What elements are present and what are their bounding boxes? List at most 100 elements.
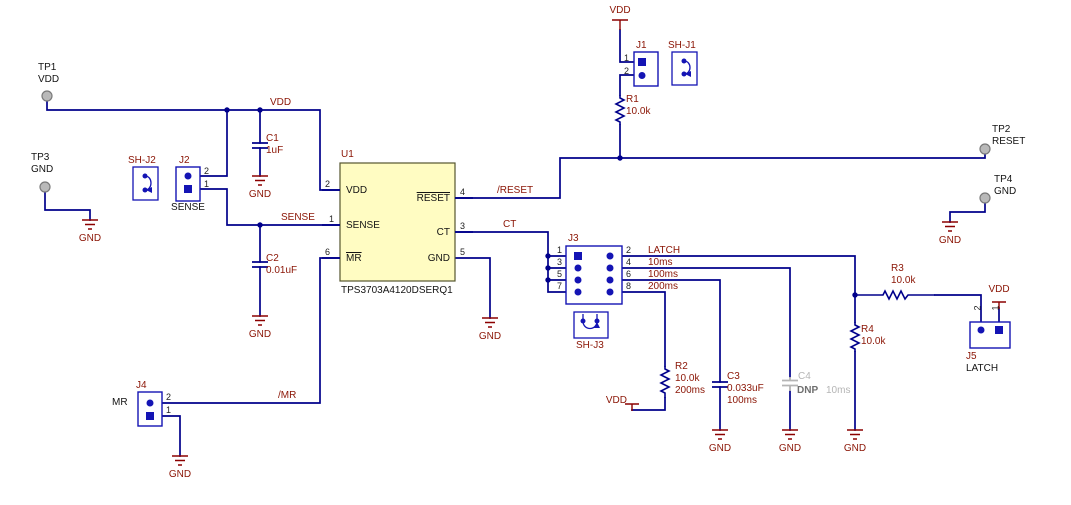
shunt-jumper-shj2[interactable] (132, 166, 159, 201)
j3-refdes: J3 (568, 233, 579, 244)
j3-pin-number: 4 (626, 257, 632, 267)
resistor-r4[interactable] (849, 322, 861, 352)
j4-label: MR (112, 397, 128, 408)
connector-j5[interactable] (969, 321, 1011, 349)
j3-pin-number: 1 (556, 245, 562, 255)
tp2-refdes: TP2 (992, 124, 1011, 135)
net-label-reset: /RESET (497, 185, 534, 196)
resistor-r2[interactable] (659, 366, 671, 398)
net-label-vdd: VDD (605, 395, 627, 406)
tp4-net-label: GND (994, 186, 1017, 197)
u1-pin-number: 5 (460, 247, 466, 257)
tp1-refdes: TP1 (38, 62, 57, 73)
junction-dots (224, 107, 858, 298)
net-label-100ms: 100ms (648, 269, 679, 280)
net-label-ct: CT (503, 219, 517, 230)
connector-j2[interactable] (175, 166, 201, 202)
testpoint-tp3[interactable] (39, 181, 51, 193)
resistor-r1[interactable] (614, 95, 626, 125)
connector-j3[interactable] (565, 245, 623, 305)
j1-refdes: J1 (636, 40, 647, 51)
r1-value: 10.0k (626, 106, 651, 117)
r2-value: 10.0k (675, 373, 700, 384)
capacitor-c1[interactable] (252, 142, 268, 149)
c4-dnp-flag: DNP (797, 385, 819, 396)
j2-pin-number: 2 (204, 166, 210, 176)
tp1-net-label: VDD (38, 74, 60, 85)
net-label-vdd: VDD (609, 5, 631, 16)
net-label-gnd: GND (248, 189, 272, 200)
connector-j1[interactable] (633, 51, 659, 87)
ic-u1[interactable] (322, 162, 473, 282)
j3-pin-number: 3 (556, 257, 562, 267)
u1-pin-name-mr: MR (346, 253, 362, 264)
net-label-gnd: GND (708, 443, 732, 454)
j4-pin-number: 1 (166, 405, 172, 415)
j5-pin-number: 1 (990, 305, 1001, 311)
u1-pin-number: 2 (325, 179, 331, 189)
c4-refdes: C4 (798, 371, 811, 382)
u1-pin-number: 1 (329, 214, 335, 224)
u1-refdes: U1 (341, 149, 354, 160)
j2-refdes: J2 (179, 155, 190, 166)
j2-pin-number: 1 (204, 179, 210, 189)
u1-pin-name-ct: CT (436, 227, 450, 238)
c3-refdes: C3 (727, 371, 740, 382)
c4-note: 10ms (826, 385, 851, 396)
c1-value: 1uF (266, 145, 284, 156)
j3-pin-number: 2 (626, 245, 632, 255)
c1-refdes: C1 (266, 133, 279, 144)
net-label-vdd: VDD (270, 97, 292, 108)
testpoint-tp2[interactable] (979, 143, 991, 155)
capacitor-c2[interactable] (252, 261, 268, 268)
r2-note: 200ms (675, 385, 706, 396)
r4-value: 10.0k (861, 336, 886, 347)
wire-segments (44, 29, 1000, 457)
shj3-refdes: SH-J3 (576, 340, 604, 351)
shj2-refdes: SH-J2 (128, 155, 156, 166)
r3-refdes: R3 (891, 263, 904, 274)
j3-pin-number: 5 (556, 269, 562, 279)
r4-refdes: R4 (861, 324, 874, 335)
capacitor-c4-dnp[interactable] (782, 377, 798, 391)
net-label-gnd: GND (843, 443, 867, 454)
r2-refdes: R2 (675, 361, 688, 372)
capacitor-c3[interactable] (712, 381, 728, 388)
net-label-sense: SENSE (281, 212, 315, 223)
resistor-r3[interactable] (855, 289, 935, 301)
testpoint-tp1[interactable] (41, 90, 53, 102)
shunt-jumper-shj1[interactable] (671, 51, 698, 86)
r3-value: 10.0k (891, 275, 916, 286)
u1-pin-number: 4 (460, 187, 466, 197)
net-label-vdd: VDD (988, 284, 1010, 295)
j3-pin-number: 7 (556, 281, 562, 291)
j1-pin-number: 2 (624, 66, 630, 76)
tp2-net-label: RESET (992, 136, 1026, 147)
net-label-gnd: GND (168, 469, 192, 480)
testpoint-tp4[interactable] (979, 192, 991, 204)
net-label-200ms: 200ms (648, 281, 679, 292)
net-label-mr: /MR (278, 390, 297, 401)
c2-refdes: C2 (266, 253, 279, 264)
net-label-gnd: GND (78, 233, 102, 244)
net-label-10ms: 10ms (648, 257, 673, 268)
c2-value: 0.01uF (266, 265, 298, 276)
j4-pin-number: 2 (166, 392, 172, 402)
c3-value: 0.033uF (727, 383, 764, 394)
shj1-refdes: SH-J1 (668, 40, 696, 51)
j5-label: LATCH (966, 363, 999, 374)
shunt-jumper-shj3[interactable] (573, 311, 609, 339)
j3-pin-number: 6 (626, 269, 632, 279)
u1-pin-name-gnd: GND (427, 253, 450, 264)
j1-pin-number: 1 (624, 53, 630, 63)
tp3-refdes: TP3 (31, 152, 50, 163)
net-label-latch: LATCH (648, 245, 681, 256)
net-label-gnd: GND (248, 329, 272, 340)
tp3-net-label: GND (31, 164, 54, 175)
c3-note: 100ms (727, 395, 758, 406)
j2-label: SENSE (171, 202, 205, 213)
gnd-vdd-power-symbols (82, 19, 1006, 466)
connector-j4[interactable] (137, 391, 163, 427)
